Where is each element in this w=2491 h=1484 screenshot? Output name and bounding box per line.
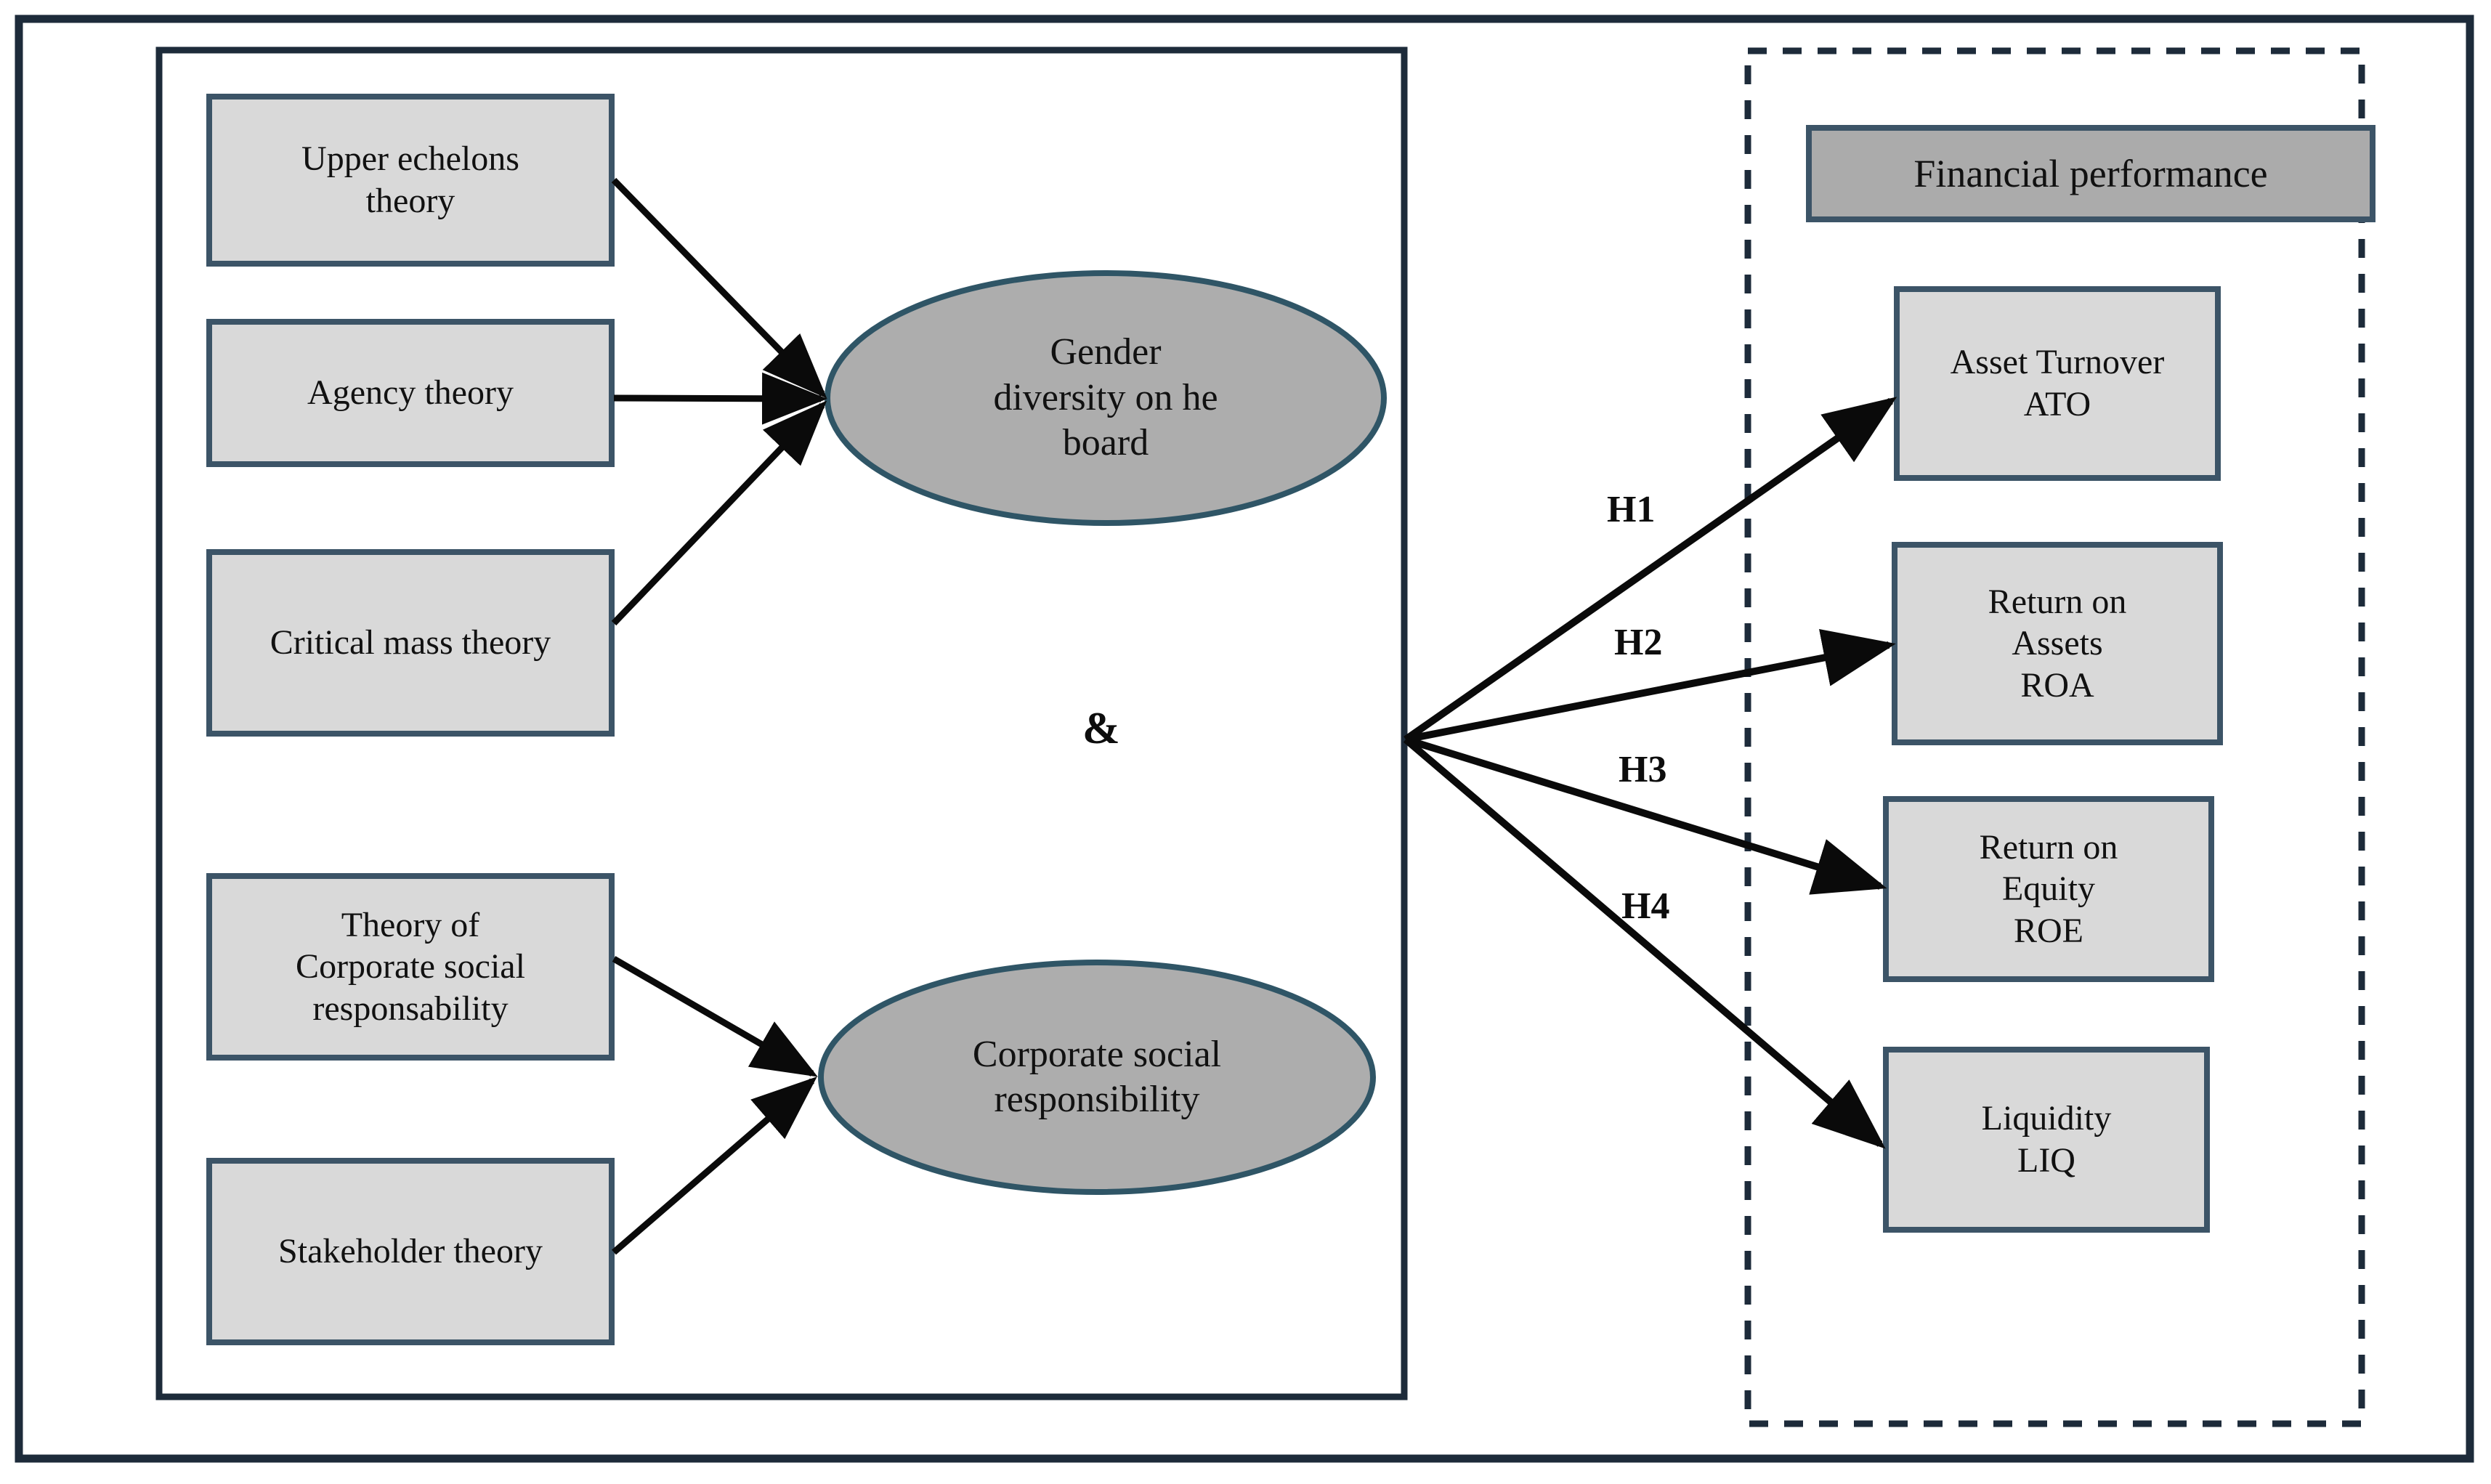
box-theory-of-csr[interactable] (206, 873, 615, 1061)
arrow-h4-to-liquidity (1403, 737, 1886, 1149)
arrow-agency-to-gender (613, 372, 827, 425)
arrow-h1-to-asset-turnover (1404, 397, 1897, 743)
label-h1: H1 (1607, 489, 1656, 530)
label-h3: H3 (1619, 749, 1667, 790)
box-upper-echelons-theory[interactable] (206, 94, 615, 267)
label-h2: H2 (1614, 622, 1663, 663)
box-asset-turnover[interactable] (1894, 286, 2221, 481)
box-agency-theory[interactable] (206, 319, 615, 467)
box-stakeholder-theory[interactable] (206, 1158, 615, 1345)
box-return-on-assets[interactable] (1892, 542, 2223, 745)
arrow-theory-csr-to-csr (612, 956, 818, 1077)
arrow-h3-to-return-on-equity (1404, 736, 1887, 895)
box-return-on-equity[interactable] (1883, 796, 2214, 982)
label-h4: H4 (1621, 885, 1670, 927)
right-panel-border (1744, 47, 2365, 1427)
outer-frame (15, 15, 2474, 1463)
arrow-critical-mass-to-gender (611, 400, 827, 626)
arrow-upper-echelons-to-gender (611, 177, 827, 399)
oval-gender-diversity-board[interactable] (825, 270, 1387, 526)
box-critical-mass-theory[interactable] (206, 549, 615, 737)
box-liquidity[interactable] (1883, 1047, 2210, 1233)
oval-corporate-social-responsibility[interactable] (818, 960, 1376, 1195)
box-financial-performance[interactable] (1806, 125, 2375, 222)
arrow-stakeholder-to-csr (612, 1076, 817, 1255)
arrow-h2-to-return-on-assets (1405, 629, 1896, 743)
left-panel-border (155, 46, 1408, 1400)
ampersand-connector: & (1082, 704, 1120, 753)
